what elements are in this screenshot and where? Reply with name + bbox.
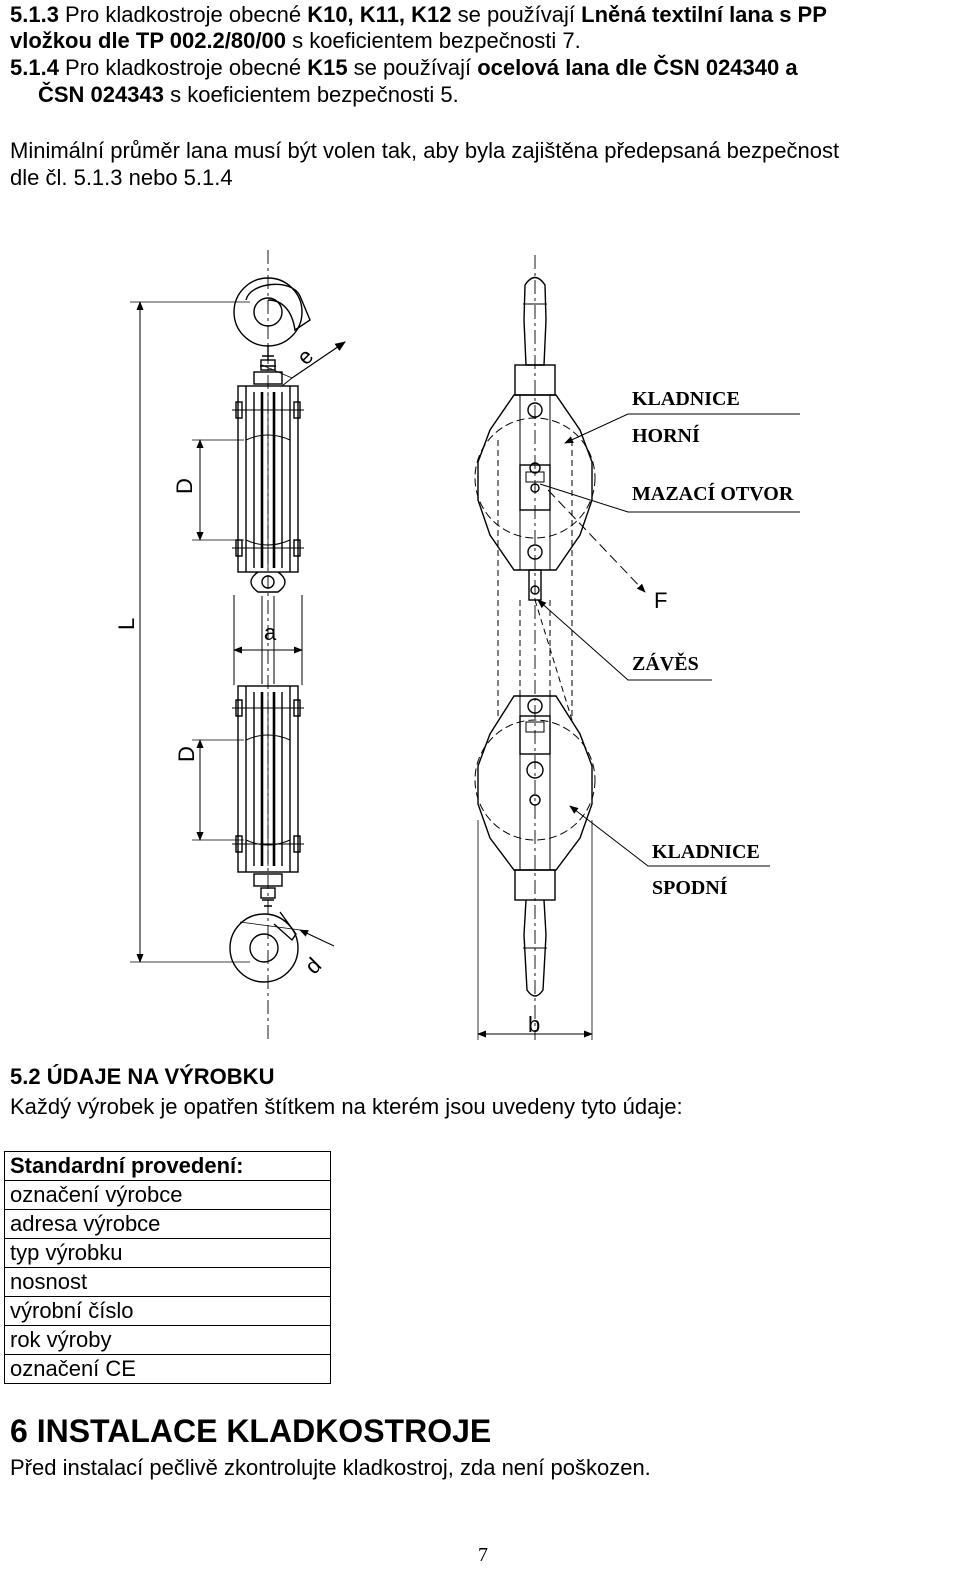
dim-b-label: b <box>528 1012 540 1037</box>
dim-d-label: d <box>300 953 326 979</box>
pulley-block-drawing: e D L a D d <box>114 250 800 1040</box>
label-kladnice-spodni-2: SPODNÍ <box>652 876 728 899</box>
section-5-2-heading: 5.2 ÚDAJE NA VÝROBKU <box>10 1064 275 1089</box>
product-label-table: Standardní provedení: označení výrobce a… <box>4 1151 331 1384</box>
upper-block <box>232 371 304 593</box>
table-cell: nosnost <box>4 1267 331 1297</box>
label-kladnice-horni-1: KLADNICE <box>632 388 740 410</box>
para-5-1-4-line1: 5.1.4 Pro kladkostroje obecné K15 se pou… <box>10 55 798 80</box>
table-header: Standardní provedení: <box>4 1151 331 1181</box>
table-row: typ výrobku <box>4 1238 331 1268</box>
table-row: nosnost <box>4 1267 331 1297</box>
para-5-1-3-line2: vložkou dle TP 002.2/80/00 s koeficiente… <box>10 28 581 53</box>
dim-a-label: a <box>264 620 277 645</box>
label-zaves: ZÁVĚS <box>632 651 699 675</box>
page-number: 7 <box>478 1544 488 1566</box>
section-number: 5.1.3 <box>10 2 59 27</box>
para-5-1-3-line1: 5.1.3 Pro kladkostroje obecné K10, K11, … <box>10 2 827 27</box>
lower-block <box>232 685 304 887</box>
dim-D-lower-label: D <box>174 746 199 762</box>
table-row: rok výroby <box>4 1325 331 1355</box>
table-cell: typ výrobku <box>4 1238 331 1268</box>
section-number: 5.1.4 <box>10 55 59 80</box>
table-row: výrobní číslo <box>4 1296 331 1326</box>
side-view <box>130 250 346 1040</box>
note-line2: dle čl. 5.1.3 nebo 5.1.4 <box>10 165 233 190</box>
dim-e-label: e <box>292 343 318 369</box>
dim-D-upper-label: D <box>172 478 197 494</box>
table-header-row: Standardní provedení: <box>4 1151 331 1181</box>
section-5-2-intro: Každý výrobek je opatřen štítkem na kter… <box>10 1094 683 1119</box>
table-row: označení CE <box>4 1354 331 1384</box>
label-mazaci-otvor: MAZACÍ OTVOR <box>632 482 794 505</box>
table-row: adresa výrobce <box>4 1209 331 1239</box>
section-6-heading: 6 INSTALACE KLADKOSTROJE <box>10 1413 492 1449</box>
table-row: označení výrobce <box>4 1180 331 1210</box>
top-hook <box>233 277 311 371</box>
note-line1: Minimální průměr lana musí být volen tak… <box>10 138 840 163</box>
label-kladnice-horni-2: HORNÍ <box>632 424 700 447</box>
front-view <box>474 255 800 1040</box>
table-cell: označení CE <box>4 1354 331 1384</box>
dim-L-label: L <box>114 618 139 630</box>
section-6-text: Před instalací pečlivě zkontrolujte klad… <box>10 1455 651 1480</box>
bottom-hook <box>229 887 299 983</box>
table-cell: rok výroby <box>4 1325 331 1355</box>
label-f: F <box>654 588 667 613</box>
label-kladnice-spodni-1: KLADNICE <box>652 841 760 863</box>
table-cell: označení výrobce <box>4 1180 331 1210</box>
table-cell: adresa výrobce <box>4 1209 331 1239</box>
table-cell: výrobní číslo <box>4 1296 331 1326</box>
para-5-1-4-line2: ČSN 024343 s koeficientem bezpečnosti 5. <box>38 82 459 107</box>
